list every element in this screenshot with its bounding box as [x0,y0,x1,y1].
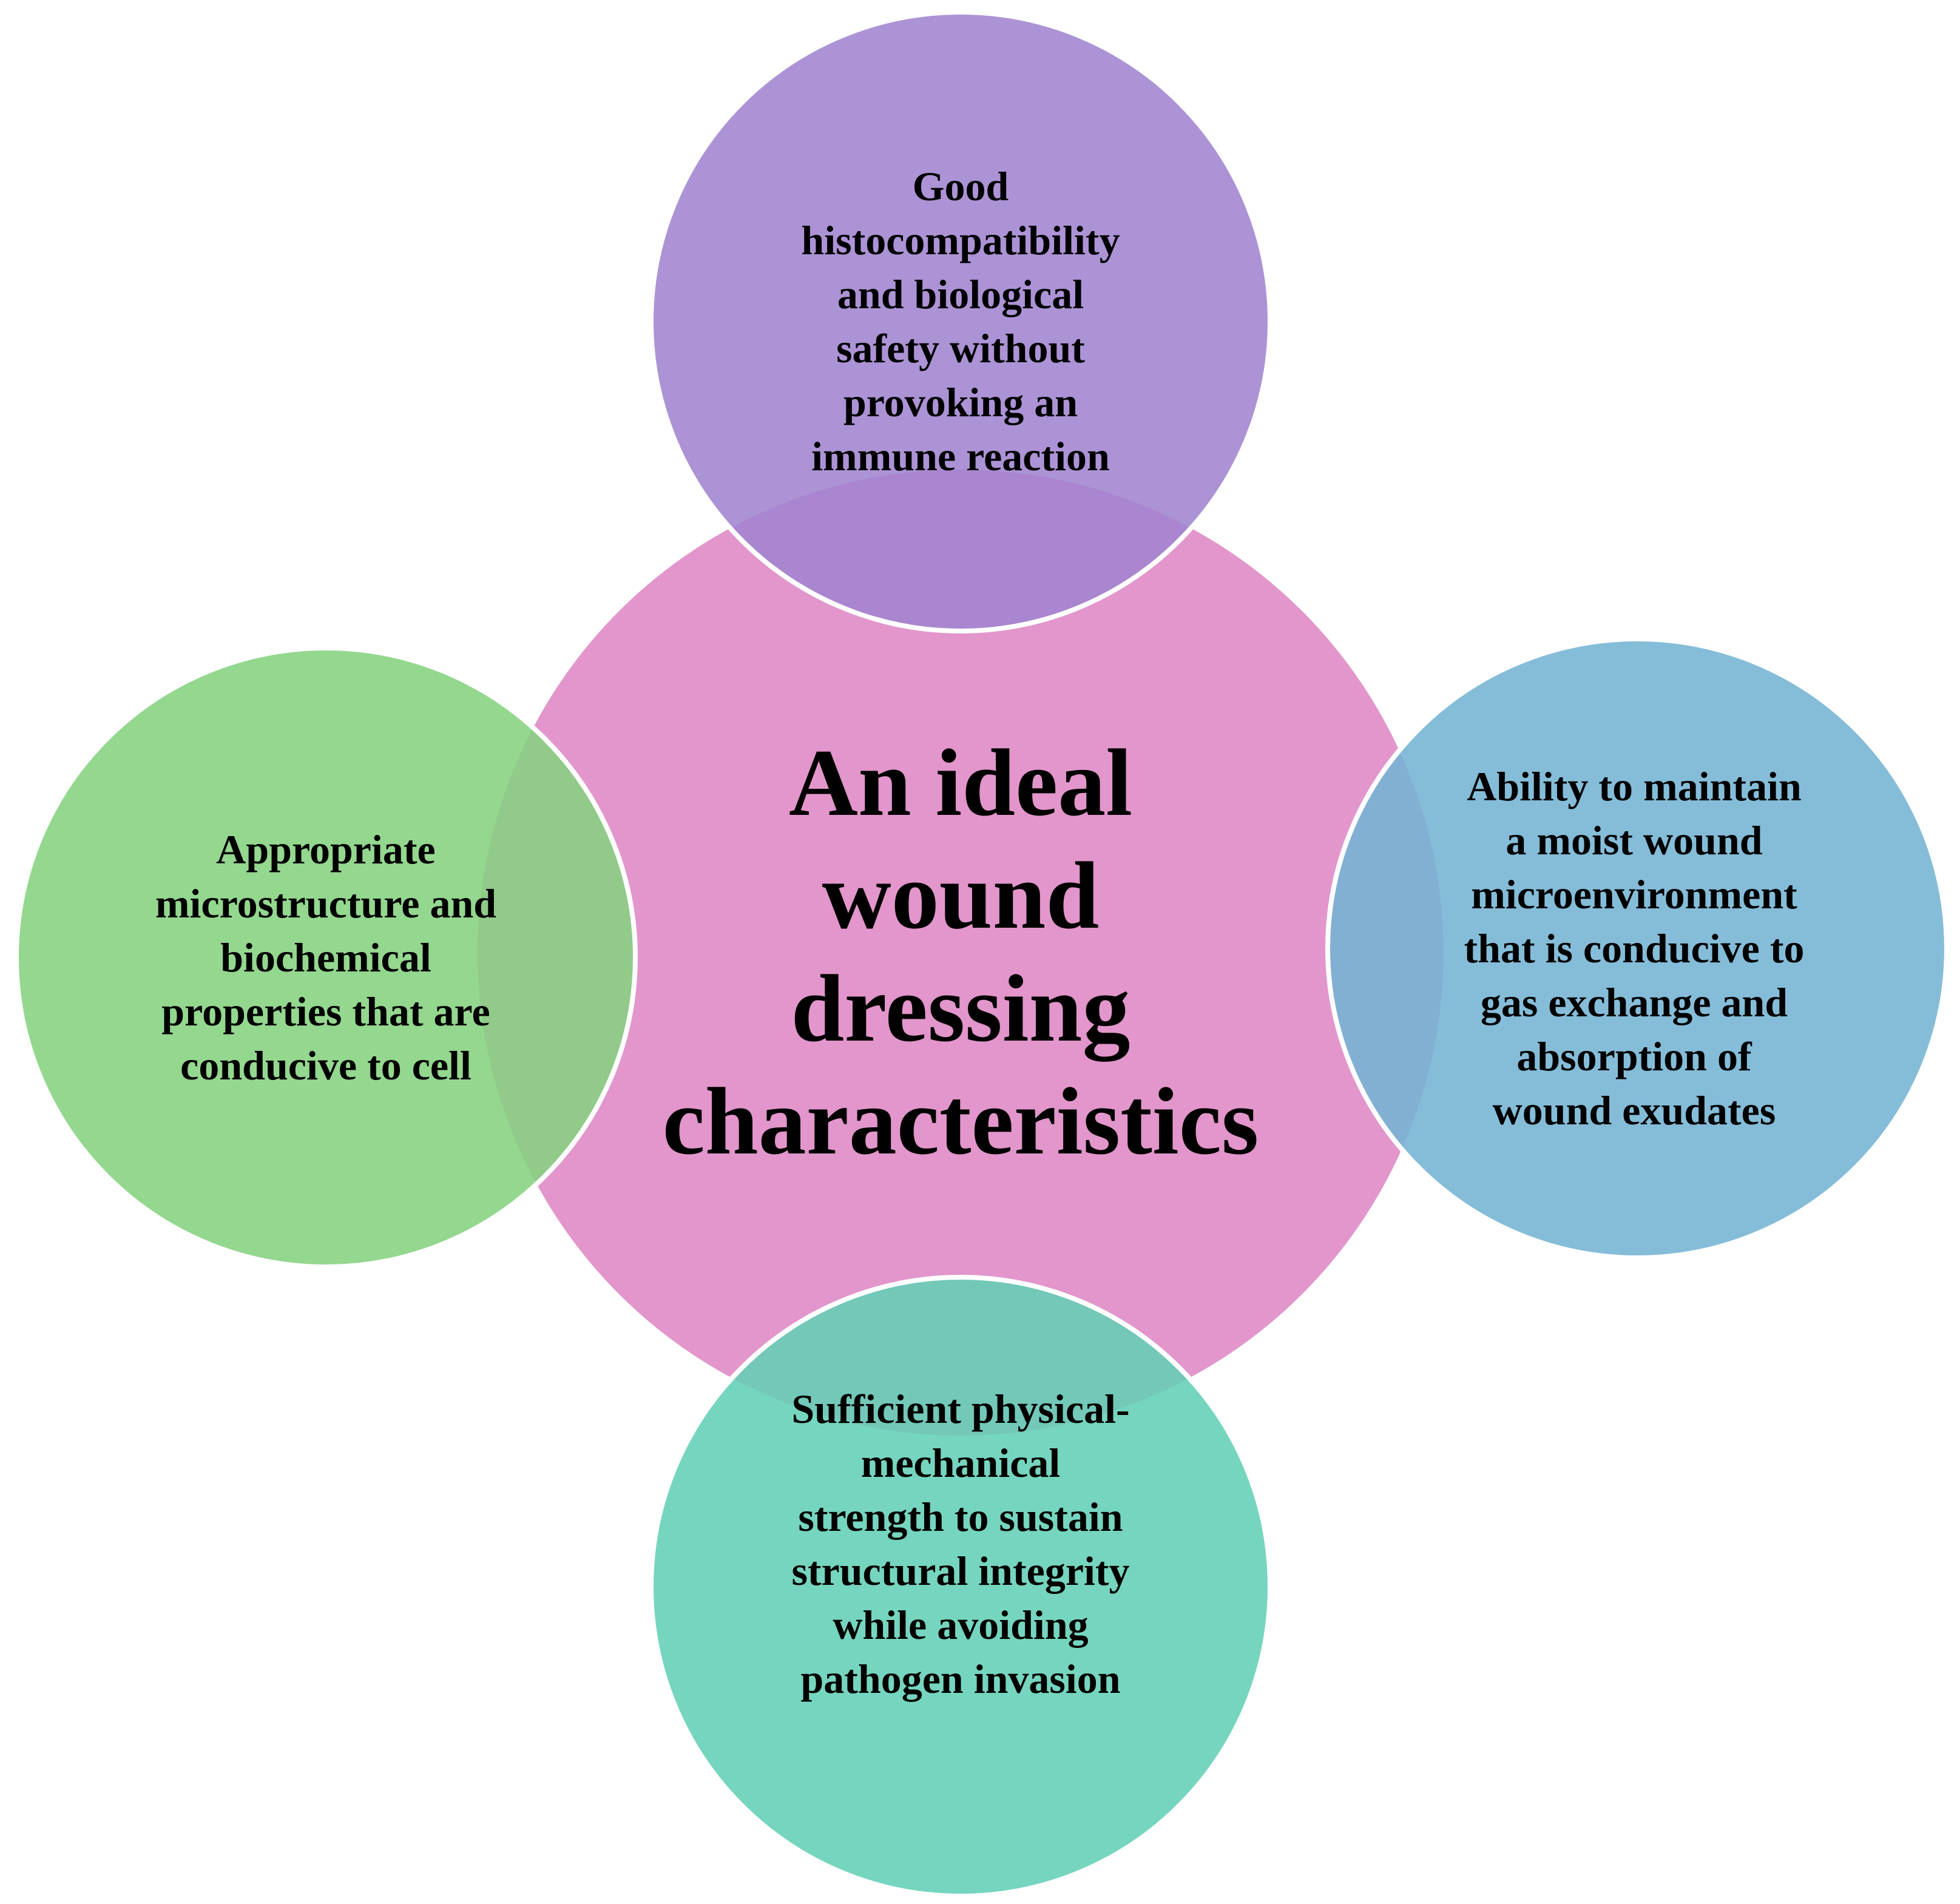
bottom-circle-label: Sufficient physical- mechanical strength… [718,1374,1203,1714]
left-label-line: microstructure and [155,880,497,927]
top-label-line: safety without [836,325,1085,371]
right-label-line: a moist wound [1505,817,1763,863]
bottom-label-line: pathogen invasion [800,1656,1121,1702]
top-label-line: provoking an [843,379,1078,425]
right-label-line: wound exudates [1492,1087,1776,1133]
top-label-line: Good [912,163,1009,209]
left-label-line: properties that are [161,988,490,1035]
bottom-label-line: strength to sustain [798,1494,1123,1540]
left-circle [14,646,638,1269]
bottom-label-line: Sufficient physical- [791,1386,1130,1432]
top-circle-label: Good histocompatibility and biological s… [718,152,1203,491]
right-circle-label: Ability to maintain a moist wound microe… [1391,730,1877,1167]
center-label-line: characteristics [662,1068,1259,1175]
top-label-line: immune reaction [811,433,1110,479]
bottom-circle [649,1275,1272,1899]
center-label-line: An ideal [788,730,1133,836]
right-label-line: microenvironment [1471,871,1797,917]
top-label-line: and biological [837,271,1084,317]
right-label-line: that is conducive to [1464,925,1805,971]
left-circle-label: Appropriate microstructure and biochemic… [83,812,569,1103]
right-circle [1325,636,1949,1260]
left-label-line: conducive to cell [180,1042,471,1089]
right-label-line: absorption of [1516,1033,1752,1079]
top-label-line: histocompatibility [801,217,1120,263]
left-label-line: Appropriate [216,826,436,873]
center-label: An ideal wound dressing characteristics [596,710,1325,1195]
bottom-label-line: mechanical [860,1440,1061,1486]
top-circle [649,10,1272,633]
center-label-line: dressing [791,956,1130,1062]
center-label-line: wound [822,843,1100,949]
left-label-line: biochemical [220,934,431,981]
bottom-label-line: while avoiding [833,1602,1089,1648]
right-label-line: Ability to maintain [1467,763,1802,809]
right-label-line: gas exchange and [1480,979,1788,1025]
bottom-label-line: structural integrity [791,1548,1130,1594]
